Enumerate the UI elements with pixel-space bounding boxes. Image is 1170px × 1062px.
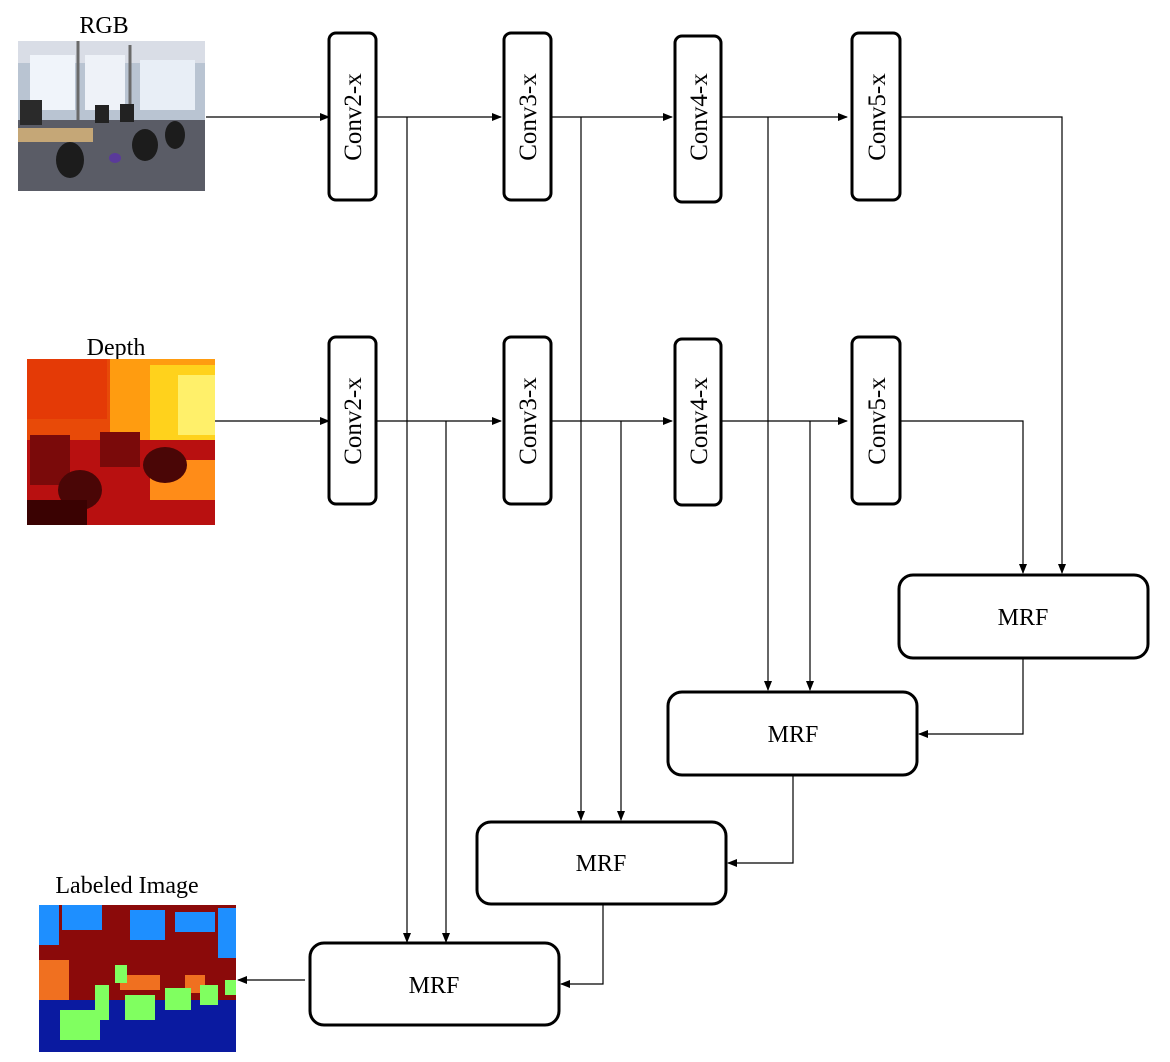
depth-conv4-block: Conv4-x — [673, 337, 723, 507]
mrf-1-label: MRF — [409, 973, 460, 999]
depth-conv5-block: Conv5-x — [850, 335, 902, 506]
rgb-conv4-block: Conv4-x — [673, 34, 723, 204]
rgb-conv5-skip-arrow — [900, 116, 1066, 574]
labeled-image — [39, 905, 236, 1052]
labeled-image-label: Labeled Image — [55, 873, 198, 899]
rgb-conv3-label: Conv3-x — [515, 73, 542, 161]
mrf-3-label: MRF — [768, 722, 819, 748]
mrf3-to-mrf2-arrow — [727, 776, 794, 867]
mrf4-to-mrf3-arrow — [918, 659, 1024, 738]
rgb-label: RGB — [79, 13, 128, 39]
mrf-cascade: MRF MRF MRF MRF — [308, 573, 1150, 1027]
depth-conv3-block: Conv3-x — [502, 335, 553, 506]
rgb-stream: Conv2-x Conv3-x Conv4-x Conv5-x — [327, 31, 902, 204]
depth-conv5-skip-arrow — [900, 420, 1027, 574]
depth-conv5-label: Conv5-x — [864, 377, 891, 465]
mrf-block-4: MRF — [897, 573, 1150, 660]
depth-conv2-block: Conv2-x — [327, 335, 378, 506]
mrf-2-label: MRF — [576, 851, 627, 877]
rgb-conv2-label: Conv2-x — [340, 73, 367, 161]
mrf-4-label: MRF — [998, 605, 1049, 631]
mrf-block-1: MRF — [308, 941, 561, 1027]
rgb-image — [18, 41, 205, 191]
depth-stream: Conv2-x Conv3-x Conv4-x Conv5-x — [327, 335, 902, 507]
mrf2-to-mrf1-arrow — [560, 905, 604, 988]
rgb-conv4-label: Conv4-x — [686, 73, 713, 161]
rgb-conv2-block: Conv2-x — [327, 31, 378, 202]
depth-conv4-label: Conv4-x — [686, 377, 713, 465]
rgb-conv5-label: Conv5-x — [864, 73, 891, 161]
depth-label: Depth — [87, 335, 146, 361]
connections — [206, 113, 1066, 988]
rgb-conv5-block: Conv5-x — [850, 31, 902, 202]
rgb-conv3-block: Conv3-x — [502, 31, 553, 202]
depth-conv2-label: Conv2-x — [340, 377, 367, 465]
mrf-block-3: MRF — [666, 690, 919, 777]
depth-conv3-label: Conv3-x — [515, 377, 542, 465]
depth-image — [27, 359, 215, 525]
mrf-block-2: MRF — [475, 820, 728, 906]
